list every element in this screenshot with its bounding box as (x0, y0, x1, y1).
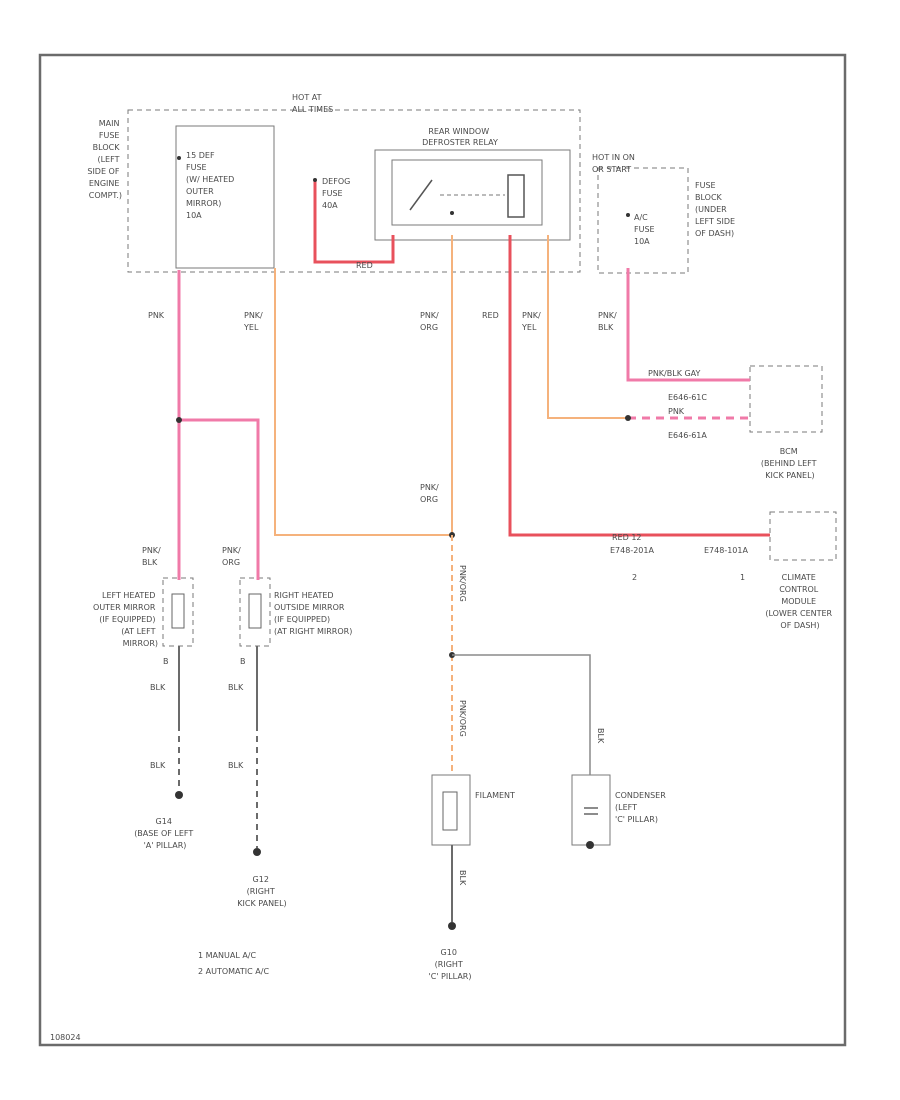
condenser-ground (586, 841, 594, 849)
main-fuse-block-outline (127, 109, 581, 273)
label-defrost-fuse: DEFOG FUSE 40A (322, 177, 353, 210)
right-mirror-element (248, 593, 262, 629)
wire-pnk-to-right-mirror (179, 418, 260, 580)
label-bcm-row2: PNK (668, 407, 685, 416)
wire-pnk-blk-bcm (626, 268, 750, 382)
condenser-outline (571, 774, 611, 846)
label-filament: FILAMENT (475, 791, 515, 800)
label-condenser: CONDENSER (LEFT 'C' PILLAR) (615, 791, 668, 824)
label-main-fuse-block: MAIN FUSE BLOCK (LEFT SIDE OF ENGINE COM… (87, 119, 122, 200)
label-bcm-conn2: E646-61A (668, 431, 707, 440)
wire-red-ccm (508, 235, 770, 537)
label-ac-fuse: A/C FUSE 10A (634, 213, 657, 246)
ground-g10 (448, 922, 456, 930)
relay-contact-dot (450, 211, 454, 215)
label-ccm-num2: 1 (740, 573, 745, 582)
label-wire-blk-1: BLK (150, 683, 166, 692)
label-wire-pnk-yel-2: PNK/ YEL (521, 311, 543, 332)
label-fuse-block-under: FUSE BLOCK (UNDER LEFT SIDE OF DASH) (695, 181, 738, 238)
relay-inner-box (391, 159, 543, 226)
label-wire-blk-v2: BLK (458, 870, 467, 886)
ground-g14 (175, 791, 183, 799)
bcm-outline (749, 365, 823, 433)
label-climate-module: CLIMATE CONTROL MODULE (LOWER CENTER OF … (765, 573, 834, 630)
label-hot-at-all-times: HOT AT ALL TIMES (292, 93, 333, 114)
label-g14: G14 (BASE OF LEFT 'A' PILLAR) (134, 817, 196, 850)
left-mirror-outline (162, 577, 194, 647)
wire-red-relay-feed (313, 180, 395, 264)
label-left-mirror: LEFT HEATED OUTER MIRROR (IF EQUIPPED) (… (93, 591, 158, 648)
label-wire-pnk-org-v2: PNK/ORG (458, 700, 467, 737)
label-g12: G12 (RIGHT KICK PANEL) (237, 875, 286, 908)
label-wire-blk-4: BLK (228, 761, 244, 770)
legend: 1 MANUAL A/C 2 AUTOMATIC A/C (198, 951, 269, 976)
label-red-relay: RED (356, 261, 373, 270)
left-mirror-element (171, 593, 185, 629)
fuse-heated-symbol (177, 156, 181, 160)
label-wire-pnk-org: PNK/ ORG (420, 311, 441, 332)
label-bcm: BCM (BEHIND LEFT KICK PANEL) (761, 447, 819, 480)
ccm-outline (769, 511, 837, 561)
right-mirror-outline (239, 577, 271, 647)
filament-outline (431, 774, 471, 846)
fuse-block-under-dash-outline (597, 167, 689, 274)
label-wire-pnk-org-r: PNK/ ORG (222, 546, 243, 567)
corner-code: 108024 (50, 1033, 81, 1042)
wire-pnk-yel-bcm (547, 235, 628, 419)
label-ccm-wire: RED 12 (612, 533, 642, 542)
label-wire-blk-3: BLK (150, 761, 166, 770)
label-wire-pnk-blk-l: PNK/ BLK (142, 546, 163, 567)
label-wire-pnk-org-2: PNK/ ORG (420, 483, 441, 504)
label-wire-pnk: PNK (148, 311, 165, 320)
label-pin-b-right: B (240, 657, 246, 666)
label-fuse-heated: 15 DEF FUSE (W/ HEATED OUTER MIRROR) 10A (186, 151, 237, 220)
label-ccm-num1: 2 (632, 573, 637, 582)
wire-pnk-yel-left (274, 268, 450, 536)
label-wire-pnk-org-v1: PNK/ORG (458, 565, 467, 602)
label-pin-b-left: B (163, 657, 169, 666)
label-bcm-row1: PNK/BLK GAY (648, 369, 701, 378)
label-ccm-conn1: E748-201A (610, 546, 654, 555)
label-wire-blk-v: BLK (596, 728, 605, 744)
wire-to-condenser (452, 654, 591, 775)
relay-coil (507, 174, 525, 218)
diagram-frame (38, 53, 847, 1047)
relay-box (374, 149, 571, 241)
label-wire-red: RED (482, 311, 499, 320)
fuse-defog-symbol (313, 178, 317, 182)
label-g10: G10 (RIGHT 'C' PILLAR) (429, 948, 472, 981)
fuse-ac-symbol (626, 213, 630, 217)
label-bcm-conn1: E646-61C (668, 393, 707, 402)
fuse-heated-box (175, 125, 275, 269)
ground-g12 (253, 848, 261, 856)
label-wire-pnk-blk: PNK/ BLK (598, 311, 619, 332)
label-hot-run-start: HOT IN ON OR START (592, 153, 637, 174)
splice-pnk (176, 417, 182, 423)
label-relay-title: REAR WINDOW DEFROSTER RELAY (422, 127, 498, 147)
label-wire-pnk-yel: PNK/ YEL (243, 311, 265, 332)
label-ccm-conn2: E748-101A (704, 546, 748, 555)
label-wire-blk-2: BLK (228, 683, 244, 692)
label-right-mirror: RIGHT HEATED OUTSIDE MIRROR (IF EQUIPPED… (274, 591, 352, 636)
filament-element (442, 791, 458, 831)
bcm-pin-dot (625, 415, 631, 421)
relay-switch (409, 179, 433, 211)
